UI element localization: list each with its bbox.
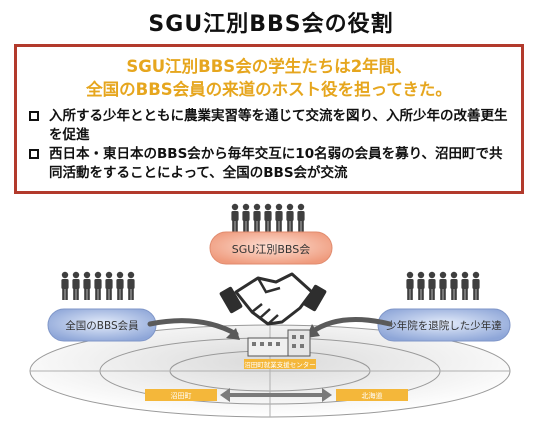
- left-place-label: 沼田町: [171, 391, 192, 400]
- left-group-label: 全国のBBS会員: [65, 319, 139, 332]
- left-group-people: [61, 271, 135, 300]
- center-group-pill: SGU江別BBS会: [209, 231, 333, 265]
- headline-line-2: 全国のBBS会員の来道のホスト役を担ってきた。: [86, 80, 452, 99]
- flow-arrows: [147, 317, 393, 340]
- bullet-text: 入所する少年とともに農業実習等を通じて交流を図り、入所少年の改善更生を促進: [49, 108, 508, 143]
- center-group-people: [231, 203, 305, 232]
- bullet-list: 入所する少年とともに農業実習等を通じて交流を図り、入所少年の改善更生を促進 西日…: [29, 107, 513, 183]
- right-group-people: [406, 271, 480, 300]
- checkbox-icon: [29, 111, 39, 121]
- left-group-pill: 全国のBBS会員: [47, 308, 157, 342]
- center-group-label: SGU江別BBS会: [232, 243, 310, 256]
- checkbox-icon: [29, 149, 39, 159]
- bullet-text: 西日本・東日本のBBS会から毎年交互に10名弱の会員を募り、沼田町で共同活動をす…: [49, 146, 503, 181]
- right-place-label: 北海道: [362, 391, 383, 400]
- info-box: SGU江別BBS会の学生たちは2年間、 全国のBBS会員の来道のホスト役を担って…: [14, 44, 524, 194]
- double-arrow-icon: [220, 388, 332, 402]
- headline: SGU江別BBS会の学生たちは2年間、 全国のBBS会員の来道のホスト役を担って…: [17, 55, 521, 101]
- bullet-item: 入所する少年とともに農業実習等を通じて交流を図り、入所少年の改善更生を促進: [29, 107, 513, 145]
- building-icon: [247, 329, 311, 357]
- right-place-box: 北海道: [336, 389, 408, 401]
- facility-label-box: 沼田町就業支援センター: [244, 359, 316, 369]
- relationship-diagram: SGU江別BBS会 全国のBBS会員 少年院を退院した少年達: [29, 203, 511, 418]
- facility-label: 沼田町就業支援センター: [244, 360, 316, 369]
- bullet-item: 西日本・東日本のBBS会から毎年交互に10名弱の会員を募り、沼田町で共同活動をす…: [29, 145, 513, 183]
- handshake-icon: [219, 272, 327, 326]
- page-title: SGU江別BBS会の役割: [148, 12, 394, 37]
- right-group-label: 少年院を退院した少年達: [386, 319, 502, 332]
- right-group-pill: 少年院を退院した少年達: [377, 308, 511, 342]
- left-place-box: 沼田町: [145, 389, 217, 401]
- headline-line-1: SGU江別BBS会の学生たちは2年間、: [126, 57, 412, 76]
